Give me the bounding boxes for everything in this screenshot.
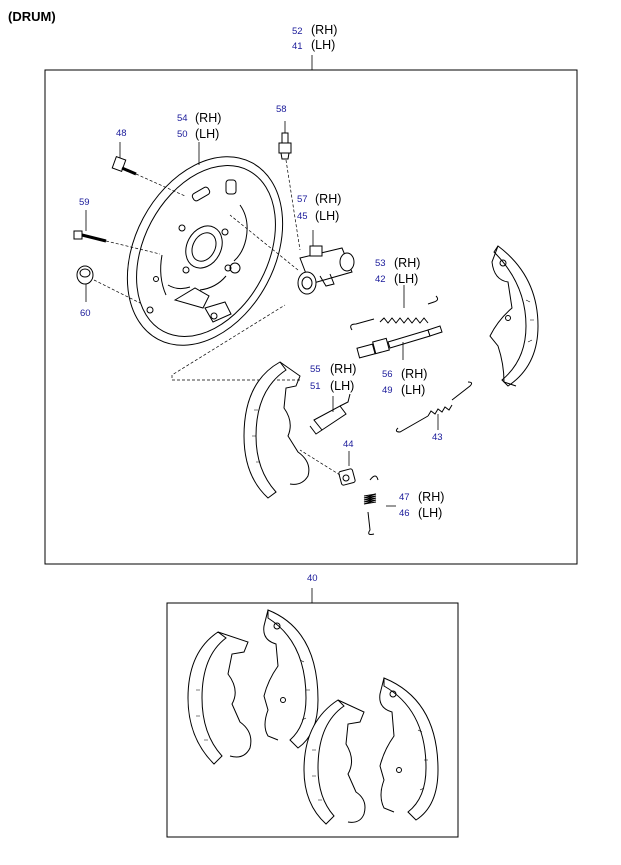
callout-41: 41 — [292, 41, 303, 52]
callout-46: 46 — [399, 508, 410, 519]
callout-55-51[interactable]: 55 (RH) 51 (LH) — [310, 362, 356, 393]
callout-41-side: (LH) — [311, 38, 335, 52]
bracket-drawing — [309, 393, 351, 435]
callout-51-side: (LH) — [330, 379, 354, 393]
callout-42-side: (LH) — [394, 272, 418, 286]
callout-60[interactable]: 60 — [80, 308, 91, 319]
callout-54-50[interactable]: 54 (RH) 50 (LH) — [177, 111, 221, 141]
callout-42: 42 — [375, 274, 386, 285]
callout-57-side: (RH) — [315, 192, 341, 206]
adjuster-drawing — [356, 325, 443, 359]
callout-53: 53 — [375, 258, 386, 269]
callout-55-side: (RH) — [330, 362, 356, 376]
return-spring-drawing — [395, 381, 473, 433]
assembly-frame-upper — [44, 69, 578, 565]
callout-57: 57 — [297, 194, 308, 205]
callout-50: 50 — [177, 129, 188, 140]
callout-54: 54 — [177, 113, 188, 124]
backing-plate-drawing — [126, 156, 284, 346]
plug-60-drawing — [76, 265, 94, 285]
brake-shoe-upper-right-drawing — [489, 245, 539, 387]
callout-57-45[interactable]: 57 (RH) 45 (LH) — [297, 192, 341, 223]
callout-56-side: (RH) — [401, 367, 427, 381]
callout-43[interactable]: 43 — [432, 432, 443, 443]
callout-46-side: (LH) — [418, 506, 442, 520]
callout-49-side: (LH) — [401, 383, 425, 397]
callout-58[interactable]: 58 — [276, 104, 287, 115]
callout-56-49[interactable]: 56 (RH) 49 (LH) — [382, 367, 427, 397]
shoe-kit-shoe-3-drawing — [303, 699, 366, 825]
shoe-kit-shoe-4-drawing — [379, 677, 439, 821]
callout-53-42[interactable]: 53 (RH) 42 (LH) — [375, 256, 420, 286]
section-title: (DRUM) — [8, 9, 56, 24]
callout-55: 55 — [310, 364, 321, 375]
callout-54-side: (RH) — [195, 111, 221, 125]
callout-52: 52 — [292, 26, 303, 37]
callout-49: 49 — [382, 385, 393, 396]
bolt-48-drawing — [111, 156, 137, 176]
adjuster-spring-drawing — [350, 295, 439, 331]
bolt-59-drawing — [73, 230, 107, 243]
bleeder-screw-drawing — [278, 132, 292, 160]
callout-59[interactable]: 59 — [79, 197, 90, 208]
callout-56: 56 — [382, 369, 393, 380]
callout-50-side: (LH) — [195, 127, 219, 141]
hold-down-spring-drawing — [363, 475, 379, 535]
callout-48[interactable]: 48 — [116, 128, 127, 139]
callout-45-side: (LH) — [315, 209, 339, 223]
callout-47-46[interactable]: 47 (RH) 46 (LH) — [399, 490, 444, 520]
shoe-kit-frame — [166, 602, 459, 838]
wheel-cylinder-drawing — [297, 245, 355, 295]
callout-53-side: (RH) — [394, 256, 420, 270]
shoe-kit-shoe-1-drawing — [187, 631, 252, 765]
callout-44[interactable]: 44 — [343, 439, 354, 450]
callout-47: 47 — [399, 492, 410, 503]
brake-shoe-lower-left-drawing — [243, 361, 310, 499]
callout-45: 45 — [297, 211, 308, 222]
callout-assembly-52-41[interactable]: 52 (RH) 41 (LH) — [292, 23, 337, 52]
shoe-kit-shoe-2-drawing — [263, 609, 319, 749]
callout-40[interactable]: 40 — [307, 573, 318, 584]
callout-51: 51 — [310, 381, 321, 392]
callout-52-side: (RH) — [311, 23, 337, 37]
spring-cup-drawing — [338, 468, 356, 486]
callout-47-side: (RH) — [418, 490, 444, 504]
